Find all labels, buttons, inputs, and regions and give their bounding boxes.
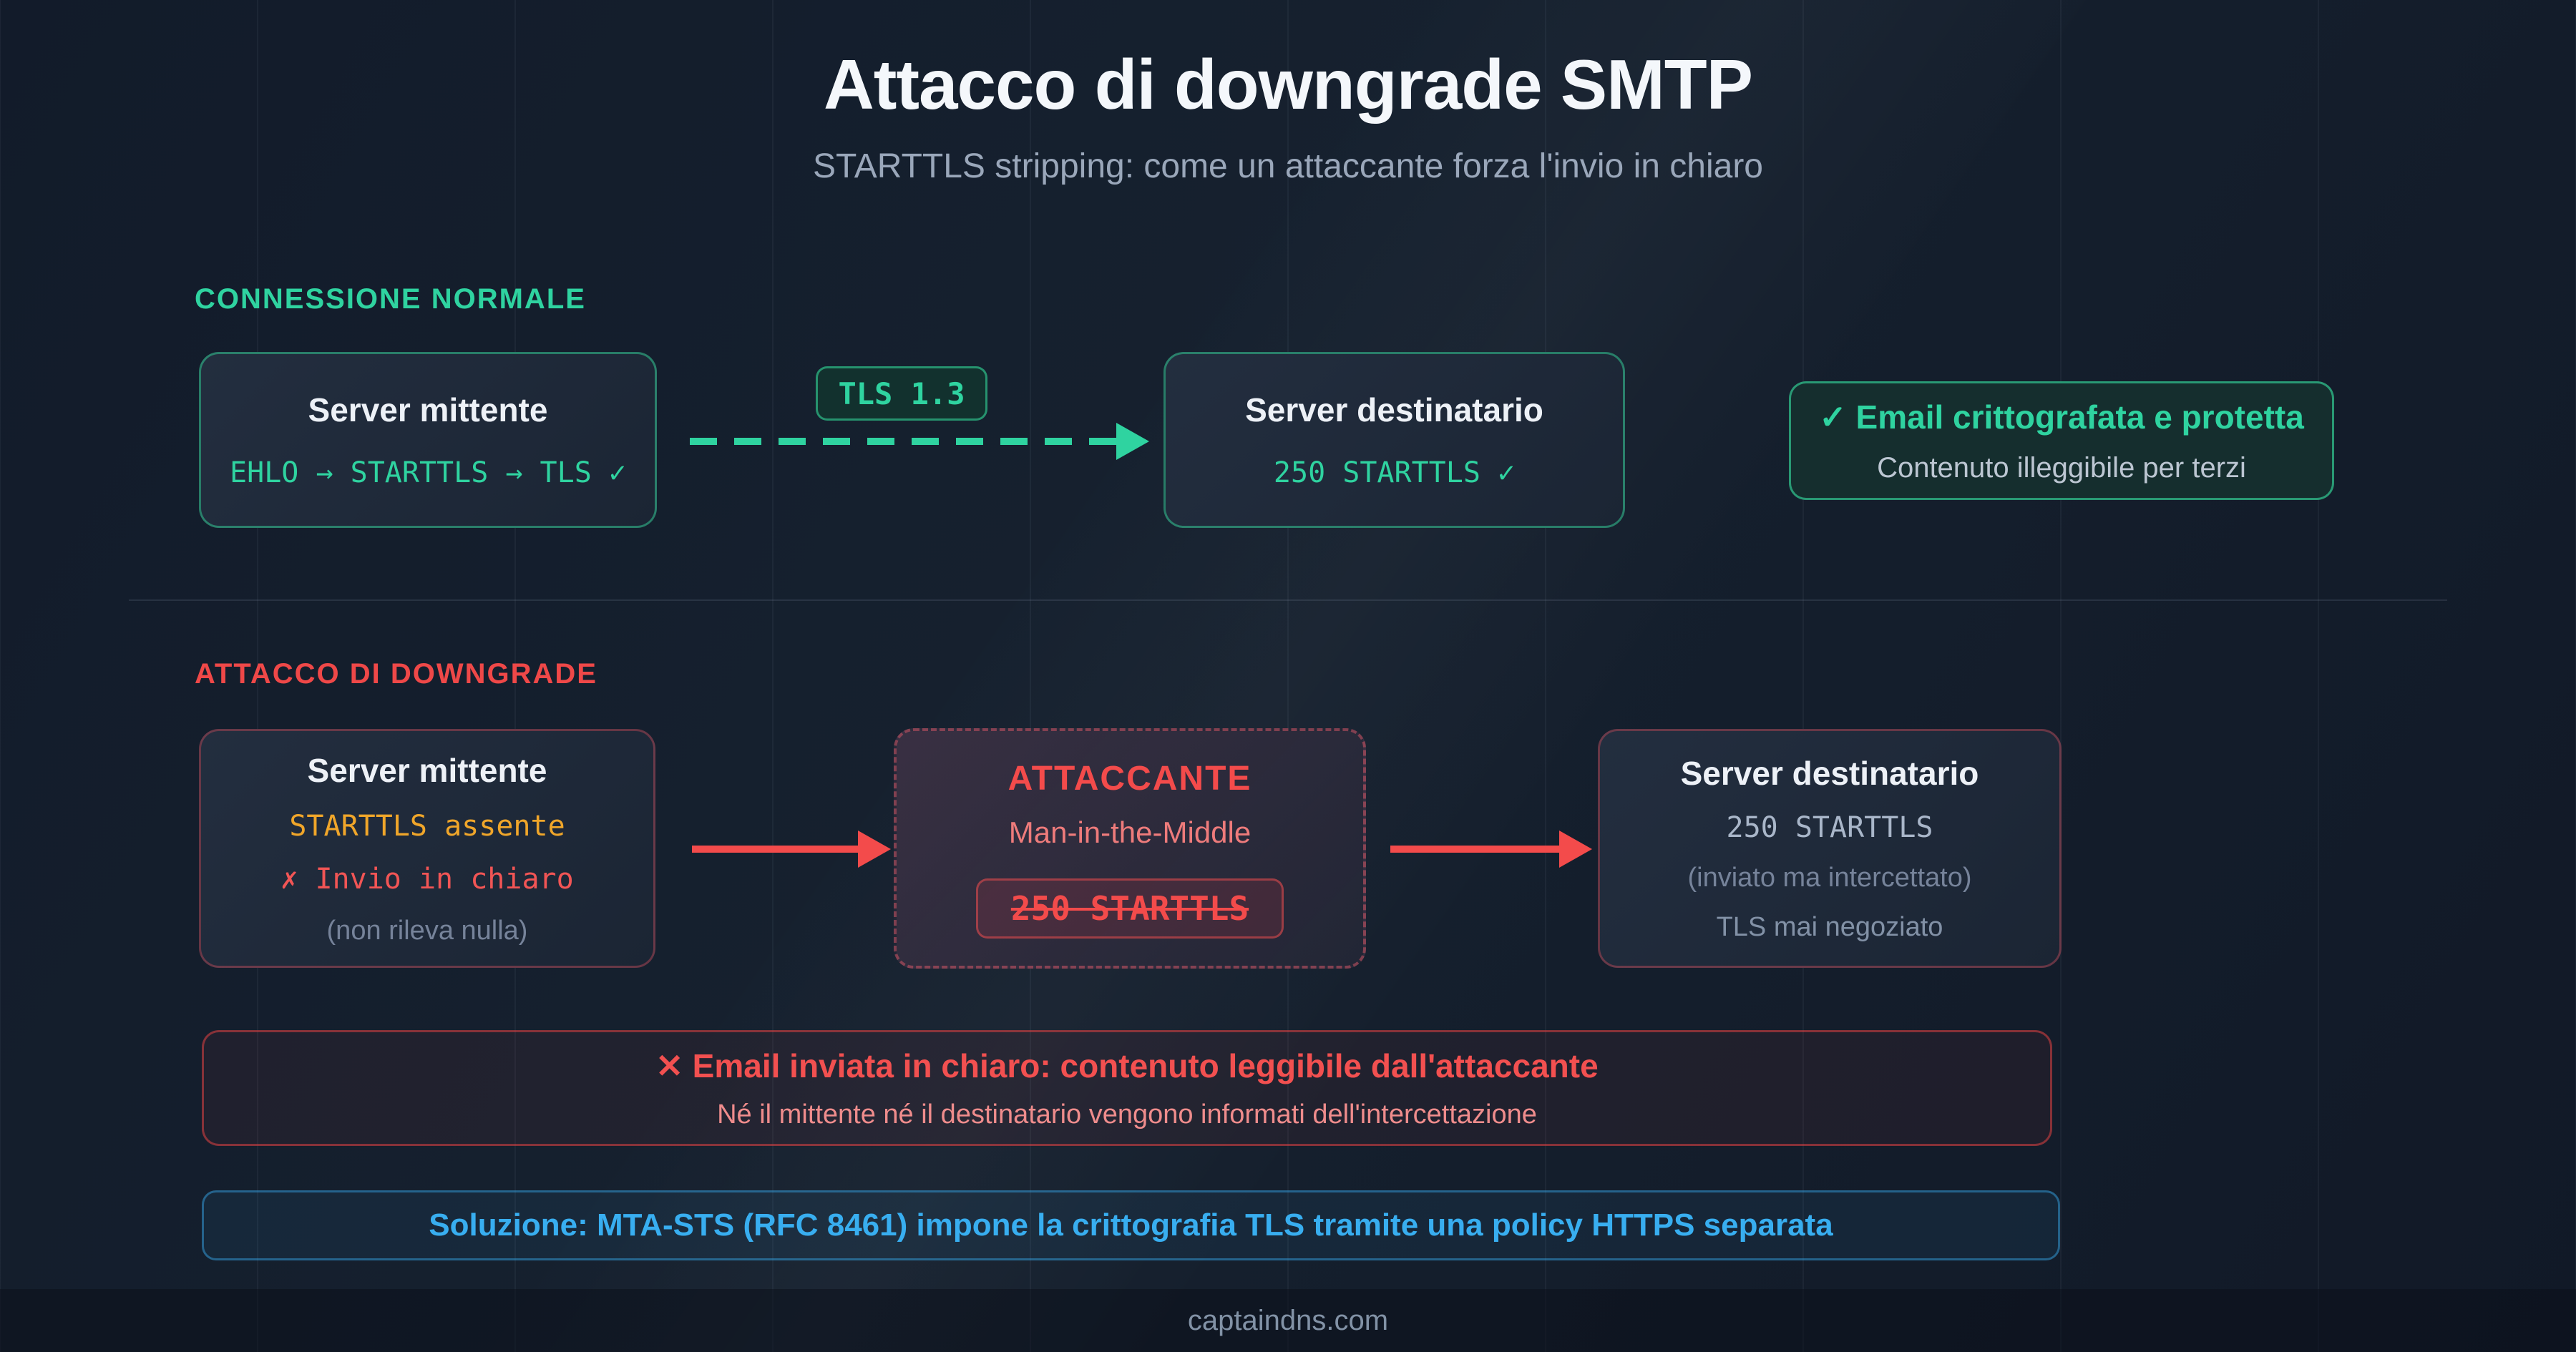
tls-version-badge: TLS 1.3 — [816, 366, 987, 421]
normal-result-subtitle: Contenuto illeggibile per terzi — [1877, 451, 2246, 484]
page-subtitle: STARTTLS stripping: come un attaccante f… — [813, 147, 1763, 185]
attack-receiver-server-box: Server destinatario 250 STARTTLS (inviat… — [1598, 729, 2062, 968]
tls-badge-label: TLS 1.3 — [838, 376, 965, 411]
normal-sender-handshake-line: EHLO → STARTTLS → TLS ✓ — [230, 456, 626, 489]
attack-arrow-attacker-to-receiver — [1390, 831, 1592, 868]
attack-sender-title: Server mittente — [307, 751, 547, 789]
stripped-starttls-badge: 250 STARTTLS — [975, 878, 1284, 939]
arrow-head-icon — [1559, 831, 1592, 868]
normal-result-box: ✓ Email crittografata e protetta Contenu… — [1789, 381, 2334, 500]
normal-receiver-response-line: 250 STARTTLS ✓ — [1273, 456, 1516, 489]
attack-receiver-response-line: 250 STARTTLS — [1726, 811, 1933, 844]
dashed-arrow-shaft — [690, 438, 1116, 445]
arrow-head-icon — [858, 831, 891, 868]
header: Attacco di downgrade SMTP STARTTLS strip… — [0, 44, 2576, 186]
section-label-downgrade-attack: ATTACCO DI DOWNGRADE — [195, 658, 597, 690]
attack-arrow-sender-to-attacker — [692, 831, 891, 868]
attack-receiver-intercepted-note: (inviato ma intercettato) — [1687, 863, 1972, 893]
attacker-subtitle: Man-in-the-Middle — [1008, 815, 1252, 849]
solid-arrow-shaft — [692, 846, 858, 853]
attack-sender-cleartext-line: ✗ Invio in chiaro — [280, 862, 574, 896]
normal-sender-server-box: Server mittente EHLO → STARTTLS → TLS ✓ — [199, 352, 657, 528]
arrow-head-icon — [1116, 423, 1149, 460]
section-divider — [129, 599, 2447, 601]
solution-text: Soluzione: MTA-STS (RFC 8461) impone la … — [429, 1208, 1833, 1243]
normal-sender-title: Server mittente — [308, 391, 548, 428]
attack-sender-starttls-missing-line: STARTTLS assente — [289, 809, 565, 843]
stripped-starttls-text: 250 STARTTLS — [1010, 888, 1249, 928]
attack-receiver-title: Server destinatario — [1680, 755, 1979, 792]
normal-result-title: ✓ Email crittografata e protetta — [1819, 398, 2304, 436]
encrypted-connection-arrow — [690, 423, 1149, 460]
attack-sender-note: (non rileva nulla) — [326, 915, 528, 946]
normal-receiver-server-box: Server destinatario 250 STARTTLS ✓ — [1163, 352, 1625, 528]
solid-arrow-shaft — [1390, 846, 1559, 853]
footer: captaindns.com — [0, 1289, 2576, 1352]
attacker-title: ATTACCANTE — [1008, 759, 1252, 798]
attack-sender-server-box: Server mittente STARTTLS assente ✗ Invio… — [199, 729, 655, 968]
attacker-mitm-box: ATTACCANTE Man-in-the-Middle 250 STARTTL… — [894, 728, 1366, 969]
page-title: Attacco di downgrade SMTP — [823, 45, 1753, 124]
cleartext-warning-banner: ✕ Email inviata in chiaro: contenuto leg… — [202, 1030, 2052, 1146]
attack-receiver-no-tls-note: TLS mai negoziato — [1716, 912, 1943, 942]
normal-receiver-title: Server destinatario — [1245, 391, 1543, 428]
footer-domain-text: captaindns.com — [1187, 1304, 1389, 1336]
warning-title: ✕ Email inviata in chiaro: contenuto leg… — [655, 1047, 1599, 1084]
section-label-normal-connection: CONNESSIONE NORMALE — [195, 283, 586, 315]
mta-sts-solution-banner: Soluzione: MTA-STS (RFC 8461) impone la … — [202, 1190, 2060, 1260]
warning-subtitle: Né il mittente né il destinatario vengon… — [717, 1099, 1537, 1130]
